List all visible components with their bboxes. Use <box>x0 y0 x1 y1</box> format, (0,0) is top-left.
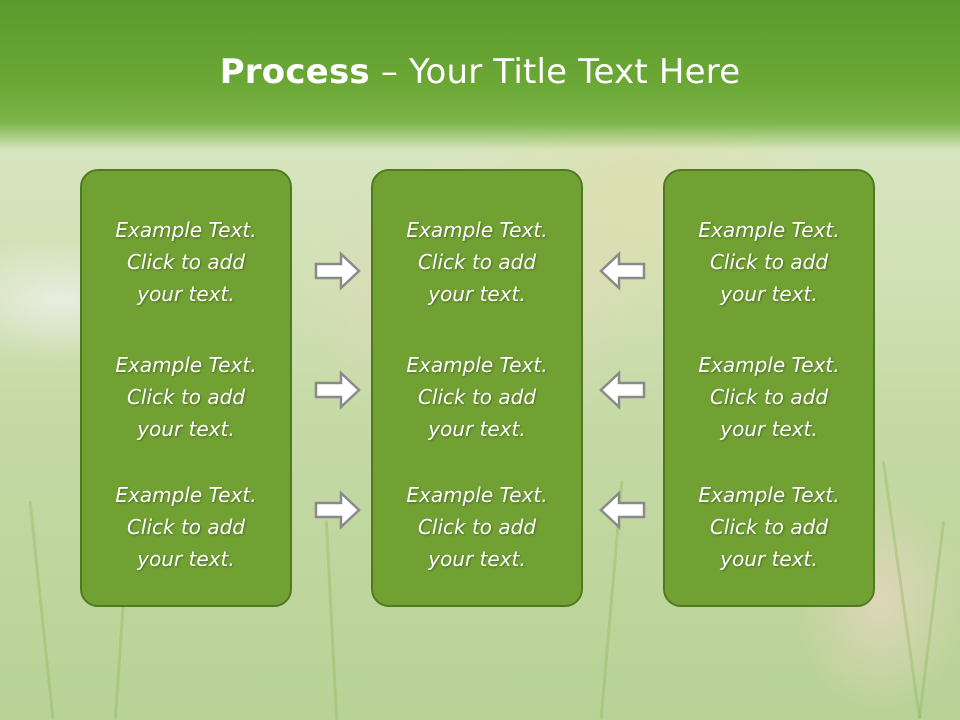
title-band <box>0 0 960 150</box>
text-line: your text. <box>720 547 818 571</box>
box-3-text-2[interactable]: Example Text. Click to add your text. <box>665 349 873 445</box>
text-line: Click to add <box>709 515 829 539</box>
box-3-text-3[interactable]: Example Text. Click to add your text. <box>665 479 873 575</box>
right-arrow-icon[interactable] <box>313 250 363 292</box>
text-line: Click to add <box>709 250 829 274</box>
text-line: Example Text. <box>406 483 548 507</box>
process-box-1[interactable]: Example Text. Click to add your text. Ex… <box>80 169 292 607</box>
text-line: Example Text. <box>115 483 257 507</box>
text-line: Example Text. <box>115 353 257 377</box>
title-bold: Process <box>219 52 370 92</box>
text-line: your text. <box>137 282 235 306</box>
left-arrow-icon[interactable] <box>597 250 647 292</box>
box-2-text-3[interactable]: Example Text. Click to add your text. <box>373 479 581 575</box>
text-line: Example Text. <box>698 483 840 507</box>
box-1-text-3[interactable]: Example Text. Click to add your text. <box>82 479 290 575</box>
text-line: Example Text. <box>406 353 548 377</box>
text-line: Click to add <box>417 250 537 274</box>
process-box-3[interactable]: Example Text. Click to add your text. Ex… <box>663 169 875 607</box>
left-arrow-icon[interactable] <box>597 489 647 531</box>
text-line: Example Text. <box>698 353 840 377</box>
text-line: your text. <box>428 547 526 571</box>
text-line: your text. <box>720 417 818 441</box>
text-line: Click to add <box>417 515 537 539</box>
text-line: Click to add <box>126 385 246 409</box>
text-line: Click to add <box>126 250 246 274</box>
text-line: your text. <box>428 282 526 306</box>
right-arrow-icon[interactable] <box>313 369 363 411</box>
text-line: Example Text. <box>406 218 548 242</box>
text-line: Click to add <box>126 515 246 539</box>
text-line: your text. <box>720 282 818 306</box>
process-box-2[interactable]: Example Text. Click to add your text. Ex… <box>371 169 583 607</box>
text-line: Example Text. <box>115 218 257 242</box>
text-line: your text. <box>428 417 526 441</box>
box-3-text-1[interactable]: Example Text. Click to add your text. <box>665 214 873 310</box>
text-line: your text. <box>137 547 235 571</box>
right-arrow-icon[interactable] <box>313 489 363 531</box>
title-rest: – Your Title Text Here <box>369 52 741 92</box>
text-line: Click to add <box>417 385 537 409</box>
text-line: your text. <box>137 417 235 441</box>
text-line: Click to add <box>709 385 829 409</box>
left-arrow-icon[interactable] <box>597 369 647 411</box>
text-line: Example Text. <box>698 218 840 242</box>
box-1-text-1[interactable]: Example Text. Click to add your text. <box>82 214 290 310</box>
box-2-text-1[interactable]: Example Text. Click to add your text. <box>373 214 581 310</box>
box-2-text-2[interactable]: Example Text. Click to add your text. <box>373 349 581 445</box>
box-1-text-2[interactable]: Example Text. Click to add your text. <box>82 349 290 445</box>
slide-title[interactable]: Process – Your Title Text Here <box>0 52 960 92</box>
